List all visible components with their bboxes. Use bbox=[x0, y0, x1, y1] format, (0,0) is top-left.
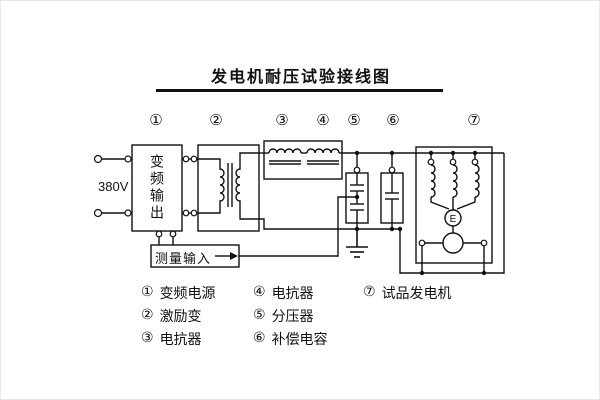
legend-label: 电抗器 bbox=[271, 285, 314, 301]
legend-num: ① bbox=[141, 283, 154, 299]
converter-bottom-terminals bbox=[155, 230, 177, 245]
legend-item-6: ⑥ 补偿电容 bbox=[253, 329, 328, 349]
arrow-right-icon bbox=[230, 252, 238, 260]
legend-label: 电抗器 bbox=[159, 331, 202, 347]
legend-num: ③ bbox=[141, 329, 154, 345]
measurement-input-label: 测量输入 bbox=[155, 251, 212, 266]
legend-num: ② bbox=[141, 306, 154, 322]
generator-symbol: E bbox=[418, 153, 488, 273]
return-loop bbox=[397, 153, 505, 276]
frequency-converter-box bbox=[131, 144, 183, 232]
legend-label: 试品发电机 bbox=[381, 285, 452, 301]
generator-box bbox=[415, 146, 493, 264]
component-number-5: ⑤ bbox=[347, 112, 361, 129]
legend-item-3: ③ 电抗器 bbox=[141, 329, 202, 349]
generator-e-label: E bbox=[450, 214, 457, 225]
excitation-transformer-box bbox=[197, 144, 260, 232]
compensation-capacitor-symbol bbox=[385, 153, 399, 229]
legend-item-2: ② 激励变 bbox=[141, 306, 202, 326]
input-terminals bbox=[93, 154, 132, 218]
legend-num: ⑦ bbox=[363, 283, 376, 299]
reactor-box bbox=[263, 140, 343, 180]
page-title: 发电机耐压试验接线图 bbox=[210, 69, 391, 86]
bottom-rail bbox=[259, 218, 400, 232]
input-voltage-label: 380V bbox=[98, 179, 129, 194]
legend-item-5: ⑤ 分压器 bbox=[253, 306, 314, 326]
component-number-2: ② bbox=[209, 112, 223, 129]
legend-num: ⑤ bbox=[253, 306, 266, 322]
component-number-6: ⑥ bbox=[386, 112, 400, 129]
legend-num: ④ bbox=[253, 283, 266, 299]
component-number-7: ⑦ bbox=[467, 112, 481, 129]
hv-rail bbox=[342, 150, 504, 156]
component-number-1: ① bbox=[149, 112, 163, 129]
legend-label: 分压器 bbox=[271, 308, 314, 324]
frequency-converter-label: 变频输出 bbox=[149, 154, 165, 222]
reactor-symbols bbox=[259, 148, 342, 165]
legend-num: ⑥ bbox=[253, 329, 266, 345]
transformer-symbol bbox=[198, 152, 259, 220]
component-number-3: ③ bbox=[275, 112, 289, 129]
legend-label: 补偿电容 bbox=[271, 331, 328, 347]
legend-label: 激励变 bbox=[159, 308, 202, 324]
legend-label: 变频电源 bbox=[159, 285, 216, 301]
title-underline bbox=[156, 89, 443, 92]
legend-item-7: ⑦ 试品发电机 bbox=[363, 283, 452, 303]
converter-transformer-link bbox=[182, 155, 198, 217]
voltage-divider-symbol bbox=[350, 153, 364, 229]
measurement-wiring bbox=[215, 196, 357, 260]
legend-item-4: ④ 电抗器 bbox=[253, 283, 314, 303]
machine-circle bbox=[442, 232, 464, 254]
component-number-4: ④ bbox=[316, 112, 330, 129]
legend-item-1: ① 变频电源 bbox=[141, 283, 216, 303]
ground-icon bbox=[346, 229, 368, 258]
